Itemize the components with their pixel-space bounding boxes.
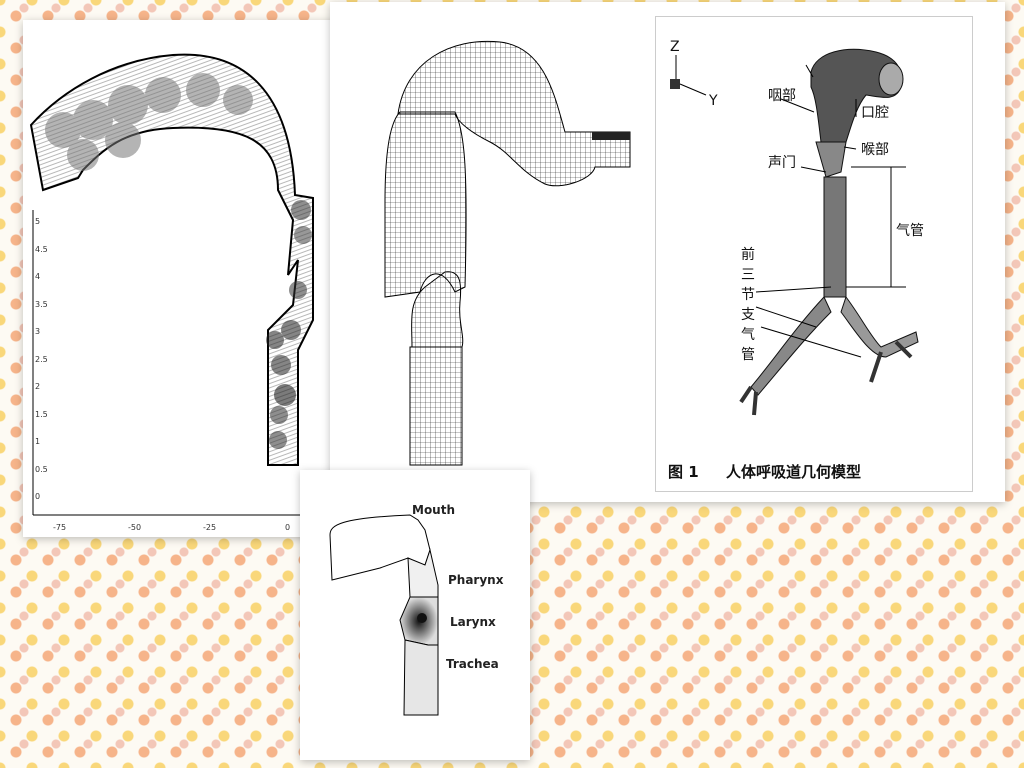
mesh-mouth-opening (592, 132, 630, 140)
svg-text:节: 节 (741, 287, 755, 303)
y-tick: 2 (35, 382, 40, 391)
region-diagram: Mouth Pharynx Larynx Trachea (329, 503, 504, 716)
y-tick: 1.5 (35, 410, 48, 419)
anatomy-figure: Z Y (655, 16, 973, 492)
svg-text:三: 三 (741, 267, 755, 283)
region-diagram-panel: Mouth Pharynx Larynx Trachea (300, 470, 530, 760)
label-trachea: Trachea (446, 657, 499, 671)
mesh-trachea (409, 346, 463, 466)
vortex-blobs (45, 73, 312, 449)
y-tick: 0 (35, 492, 40, 501)
y-tick: 3 (35, 327, 40, 336)
y-tick: 2.5 (35, 355, 48, 364)
label-bronchi-cn: 前 三 节 支 气 管 (741, 246, 755, 363)
streamline-plot: 5 4.5 4 3.5 3 2.5 2 1.5 1 0.5 0 -75 -50 … (29, 53, 353, 532)
x-tick: 0 (285, 523, 290, 532)
x-tick: -50 (128, 523, 141, 532)
x-tick: -25 (203, 523, 216, 532)
axis-indicator: Z Y (670, 39, 718, 109)
y-tick: 0.5 (35, 465, 48, 474)
label-larynx-cn: 喉部 (861, 142, 889, 158)
svg-text:管: 管 (741, 347, 755, 363)
larynx-hotspot (417, 613, 427, 623)
label-oral-cavity-cn: 口腔 (861, 105, 889, 121)
mesh-pharynx (384, 111, 467, 298)
airway-model (739, 48, 919, 416)
label-mouth: Mouth (412, 503, 455, 517)
svg-text:气: 气 (741, 327, 755, 343)
region-trachea (403, 639, 439, 716)
airway-outline (29, 53, 314, 466)
figure-caption: 人体呼吸道几何模型 (726, 463, 861, 481)
y-tick: 1 (35, 437, 40, 446)
streamline-plot-panel: 5 4.5 4 3.5 3 2.5 2 1.5 1 0.5 0 -75 -50 … (23, 20, 353, 537)
axis-z-label: Z (670, 39, 680, 55)
leader-lines (755, 64, 906, 358)
y-axis-ticks: 5 4.5 4 3.5 3 2.5 2 1.5 1 0.5 0 (35, 217, 48, 501)
axis-y-label: Y (708, 93, 718, 109)
label-pharynx: Pharynx (448, 573, 504, 587)
mesh-and-anatomy-panel: Z Y (330, 2, 1005, 502)
y-tick: 4.5 (35, 245, 48, 254)
label-larynx: Larynx (450, 615, 496, 629)
label-pharynx-cn: 咽部 (768, 88, 796, 104)
figure-number: 图 1 (668, 463, 699, 481)
y-tick: 4 (35, 272, 40, 281)
x-tick: -75 (53, 523, 66, 532)
anatomy-diagram: Z Y (668, 39, 924, 481)
svg-text:支: 支 (741, 307, 755, 323)
y-tick: 3.5 (35, 300, 48, 309)
axis-cube-icon (670, 79, 680, 89)
y-tick: 5 (35, 217, 40, 226)
label-trachea-cn: 气管 (896, 223, 924, 239)
x-axis-ticks: -75 -50 -25 0 (53, 523, 290, 532)
mesh-model (384, 40, 631, 466)
svg-text:前: 前 (741, 246, 755, 263)
mesh-oral-cavity (397, 40, 631, 187)
label-glottis-cn: 声门 (768, 155, 796, 171)
